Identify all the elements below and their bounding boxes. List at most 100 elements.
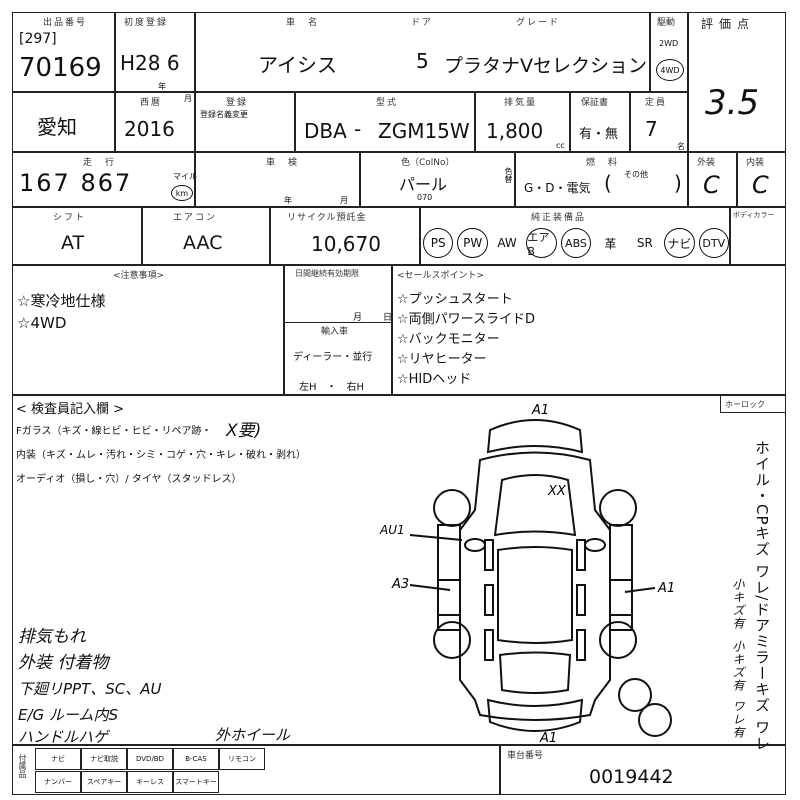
accessory-item: ナビ bbox=[35, 748, 81, 770]
registration-note: 登録名義変更 bbox=[200, 110, 248, 119]
first-reg-box: 初度登録 H28 6 年 月 bbox=[115, 12, 195, 103]
mirror-left bbox=[464, 538, 486, 552]
spare-wheel-2 bbox=[638, 703, 672, 737]
sales-item-1: ☆プッシュスタート bbox=[397, 292, 513, 307]
year-value: 2016 bbox=[124, 117, 175, 141]
warranty-value: 有・無 bbox=[579, 127, 619, 142]
doors-label: ドア bbox=[411, 18, 434, 28]
handwritten-note-1: 排気もれ bbox=[18, 627, 86, 647]
displacement-box: 排気量 1,800 cc bbox=[475, 92, 570, 152]
caution-item-2: ☆4WD bbox=[17, 314, 67, 332]
diagram-label-1: A1 bbox=[531, 403, 549, 418]
glass-mark: X要) bbox=[226, 421, 262, 441]
accessory-item: ナビ取説 bbox=[81, 748, 127, 770]
mile-unit: マイル bbox=[173, 172, 197, 181]
right-b-pillar bbox=[576, 584, 586, 616]
equipment-item: AW bbox=[497, 236, 517, 250]
rear-glass bbox=[498, 651, 572, 694]
first-reg-year-unit: 年 bbox=[158, 82, 166, 91]
accessory-item: キーレス bbox=[127, 771, 173, 793]
interior-grade-label: 内装 bbox=[746, 158, 765, 168]
caution-box: <注意事項> ☆寒冷地仕様 ☆4WD bbox=[12, 265, 284, 395]
audio-line: オーディオ（損し・穴）/ タイヤ（スタッドレス） bbox=[16, 474, 242, 485]
wheel-front-left bbox=[433, 489, 471, 527]
year-label: 西暦 bbox=[140, 98, 163, 108]
exterior-box: 外装 C bbox=[688, 152, 737, 207]
accessory-item: スペアキー bbox=[81, 771, 127, 793]
accessories-label: 付属品 bbox=[18, 754, 27, 778]
aircon-box: エアコン AAC bbox=[142, 207, 270, 265]
model-value: ZGM15W bbox=[378, 119, 470, 143]
displacement-label: 排気量 bbox=[504, 98, 538, 108]
color-change-label: 色替 bbox=[504, 167, 513, 183]
roof bbox=[497, 546, 573, 644]
car-name-label: 車 名 bbox=[286, 18, 320, 28]
accessory-item: DVD/BD bbox=[127, 748, 173, 770]
side-note-main: ホイル・CPキズ ワレ/ドアミラーキズ ワレ bbox=[753, 440, 771, 752]
side-note-3: ワレ有 bbox=[731, 700, 745, 739]
equipment-item: DTV bbox=[698, 228, 729, 258]
left-c-pillar bbox=[484, 629, 494, 661]
inspection-box bbox=[12, 395, 786, 745]
hood bbox=[493, 474, 577, 537]
lot-label: 出品番号 bbox=[43, 18, 88, 28]
sales-item-3: ☆バックモニター bbox=[397, 332, 500, 347]
inspection-month-unit: 月 bbox=[340, 196, 348, 205]
displacement-value: 1,800 bbox=[486, 119, 544, 143]
handwritten-note-5: ハンドルハゲ bbox=[18, 728, 109, 746]
registration-label: 登録 bbox=[226, 98, 249, 108]
caution-item-1: ☆寒冷地仕様 bbox=[17, 292, 106, 310]
aircon-value: AAC bbox=[183, 232, 223, 254]
validity-box: 日間継続有効期限 月 日 輸入車 ディーラー・並行 左H ・ 右H bbox=[284, 265, 392, 395]
capacity-label: 定員 bbox=[645, 98, 668, 108]
capacity-box: 定員 7 名 bbox=[630, 92, 688, 152]
first-reg-label: 初度登録 bbox=[124, 18, 169, 28]
aircon-label: エアコン bbox=[173, 213, 218, 223]
drive-4wd: 4WD bbox=[656, 59, 684, 81]
model-label: 型式 bbox=[376, 98, 399, 108]
chassis-label: 車台番号 bbox=[507, 751, 544, 761]
fuel-value: G・D・電気 bbox=[524, 181, 591, 195]
equipment-item: PW bbox=[457, 228, 488, 258]
tv-label: ボディカラー bbox=[733, 211, 775, 219]
km-unit: km bbox=[171, 185, 193, 201]
body-outline bbox=[459, 451, 611, 721]
lot-number: 70169 bbox=[19, 53, 102, 83]
wheel-note: 外ホイール bbox=[215, 726, 291, 744]
score-box: 評価点 3.5 bbox=[688, 12, 786, 152]
inspection-date-label: 車 検 bbox=[266, 158, 300, 168]
interior-line: 内装（キズ・ムレ・汚れ・シミ・コゲ・穴・キレ・破れ・剥れ） bbox=[16, 450, 306, 461]
color-label: 色（ColNo） bbox=[401, 158, 455, 168]
validity-day: 日 bbox=[383, 313, 393, 323]
equipment-item: 革 bbox=[604, 236, 617, 251]
leader-a1-right bbox=[624, 587, 656, 593]
warranty-label: 保証書 bbox=[581, 98, 609, 108]
front-bumper bbox=[486, 419, 584, 454]
car-diagram: A1 XX AU1 A3 A1 A1 bbox=[379, 403, 675, 745]
equipment-item: SR bbox=[636, 236, 653, 250]
recycle-value: 10,670 bbox=[311, 232, 381, 256]
handwritten-note-2: 外装 付着物 bbox=[18, 653, 109, 673]
first-reg-month-unit: 月 bbox=[184, 94, 192, 103]
first-reg-value: H28 6 bbox=[120, 51, 180, 75]
capacity-unit: 名 bbox=[677, 142, 685, 151]
accessory-item: スマートキー bbox=[173, 771, 219, 793]
validity-divider bbox=[285, 322, 391, 323]
side-note-1: 小キズ有 bbox=[731, 578, 745, 630]
handwritten-note-3: 下廻リPPT、SC、AU bbox=[18, 680, 162, 698]
model-box: 型式 DBA - ZGM15W bbox=[295, 92, 475, 152]
validity-label: 日間継続有効期限 bbox=[295, 269, 359, 278]
shift-value: AT bbox=[61, 232, 85, 254]
wheel-rear-right bbox=[599, 621, 637, 659]
registration-box: 登録 登録名義変更 bbox=[195, 92, 295, 152]
score-value: 3.5 bbox=[705, 83, 760, 123]
equipment-item: ナビ bbox=[664, 228, 695, 258]
lot-prefix: [297] bbox=[19, 31, 57, 47]
chassis-number: 0019442 bbox=[589, 766, 674, 788]
mileage-label: 走 行 bbox=[83, 158, 117, 168]
chassis-box: 車台番号 0019442 bbox=[500, 745, 786, 795]
car-name-box: 車 名 ドア グレード アイシス 5 プラタナVセレクション bbox=[195, 12, 650, 92]
recycle-box: リサイクル預託金 10,670 bbox=[270, 207, 420, 265]
diagram-label-5: A1 bbox=[657, 581, 675, 596]
